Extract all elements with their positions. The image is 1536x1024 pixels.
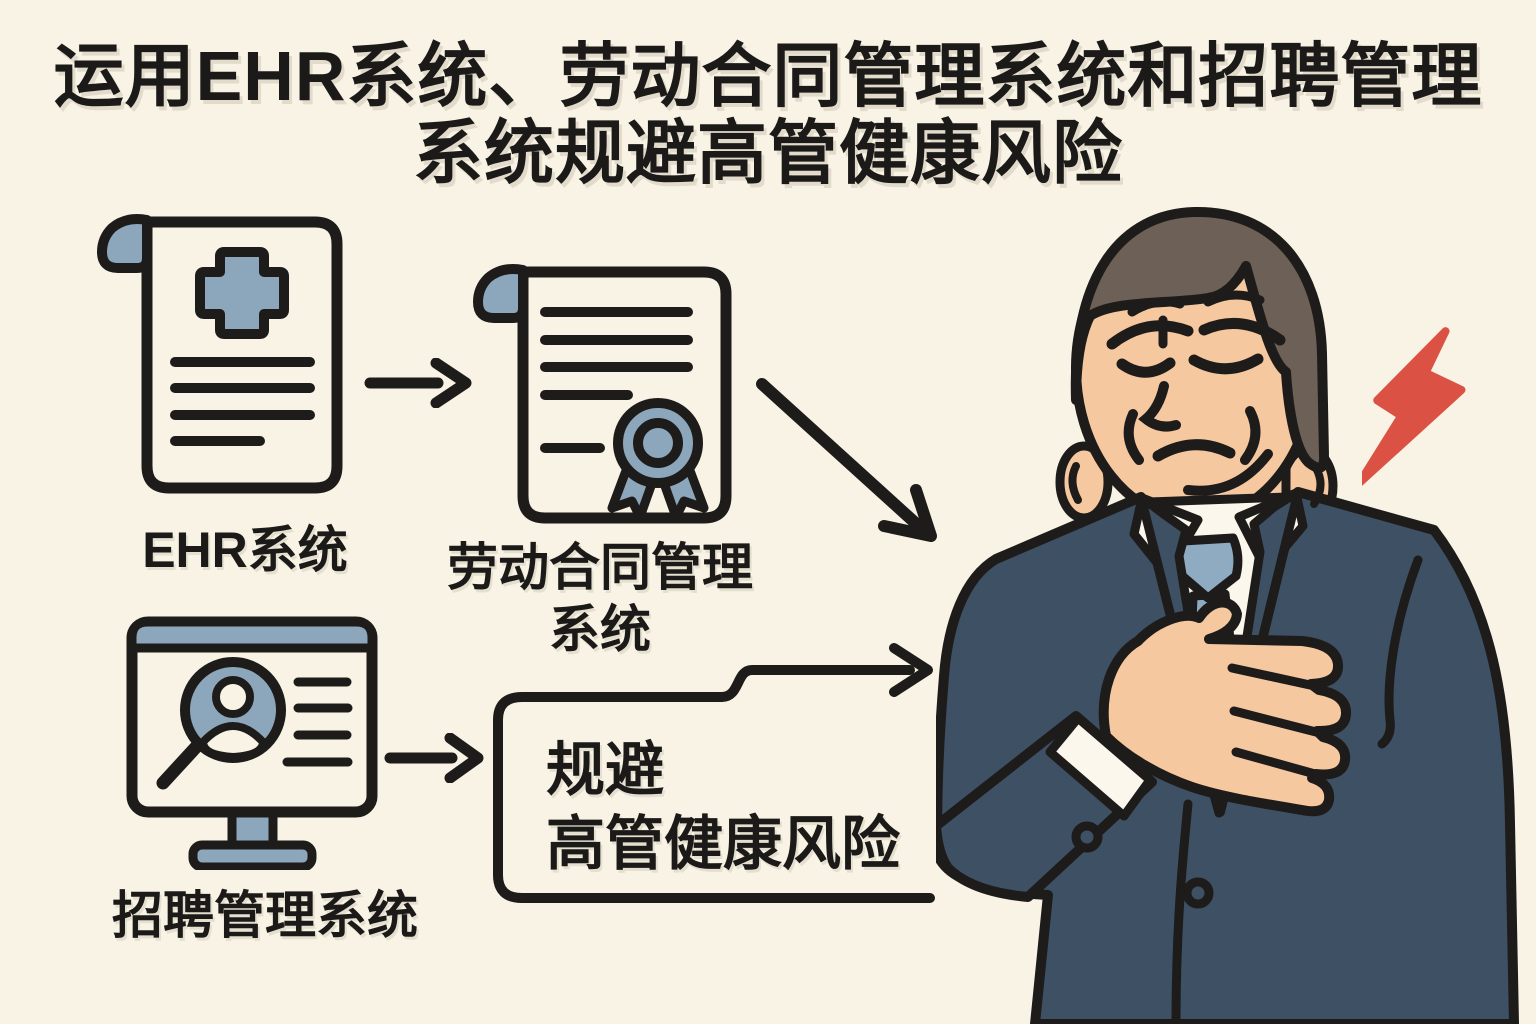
forehead-wrinkle-right [1203,290,1265,307]
label-ehr-system: EHR系统 [142,522,348,578]
outcome-box-outline [493,643,935,903]
recruitment-monitor-icon [126,616,378,870]
eyebrow-left [1106,320,1194,350]
document-text-lines [170,357,315,446]
page-curl [473,264,528,323]
label-recruitment-system: 招聘管理系统 [111,887,418,944]
monitor-header-bar [127,617,377,653]
page-title: 运用EHR系统、劳动合同管理系统和招聘管理 系统规避高管健康风险 [0,38,1536,192]
contract-certificate-icon [473,264,732,524]
shirt-cuff [1045,713,1155,821]
diagonal-arrow-icon [756,378,937,542]
hair [1070,206,1330,473]
candidate-search-icon [156,657,286,790]
document-body [141,216,343,494]
right-arrow-icon [384,733,484,783]
closed-eye-right [1188,353,1264,375]
screen-text-lines [282,677,353,767]
label-contract-system: 劳动合同管理 系统 [415,537,785,661]
person-shoulders [199,722,267,761]
stressed-executive-illustration [936,206,1519,1024]
certificate-seal-icon [607,398,709,522]
title-line-2: 系统规避高管健康风险 [413,114,1123,192]
right-arrow-icon [364,358,472,408]
arrowhead [889,643,933,697]
page-curl [97,214,152,273]
lightning-bolt-icon [1362,327,1466,487]
outcome-text-line-2: 高管健康风险 [546,811,901,877]
cheek-line [1183,449,1273,496]
forehead-wrinkle-left [1127,297,1185,317]
jacket-front-seam [1171,799,1193,1024]
closed-eye-left [1116,357,1176,378]
label-contract-line-2: 系统 [548,601,651,659]
jacket-button [1182,877,1214,909]
suit-seams [1171,555,1423,1024]
ear-details [1068,462,1325,508]
shoulder-seam [1377,555,1423,749]
medical-record-document-icon [97,214,343,494]
face-details [1106,290,1286,496]
outcome-text-line-1: 规避 [546,737,665,803]
label-contract-line-1: 劳动合同管理 [446,539,753,596]
contract-text-lines [540,307,693,453]
sleeve-button [1071,821,1103,853]
hand-on-chest [1098,597,1351,817]
magnifier-handle [156,739,204,790]
nose [1138,381,1181,432]
frown-mouth [1152,439,1236,462]
person-head [212,676,254,718]
medical-cross-icon [195,247,289,339]
monitor-base [188,840,317,870]
title-line-1: 运用EHR系统、劳动合同管理系统和招聘管理 [53,37,1483,115]
nasolabial-fold-left [1123,409,1144,465]
nasolabial-fold-right [1240,406,1261,465]
eyebrow-right [1198,317,1286,346]
